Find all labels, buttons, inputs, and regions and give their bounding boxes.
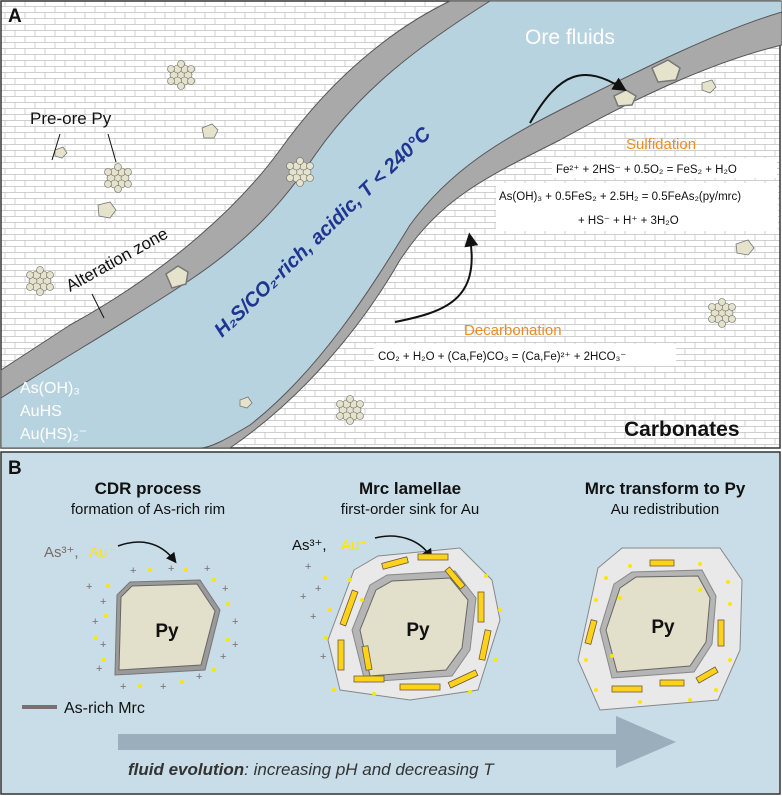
stage2-mrc-lamellae — [337, 553, 492, 691]
as-rich-mrc-legend-label: As-rich Mrc — [64, 700, 145, 717]
pre-ore-py-leader — [107, 133, 117, 163]
sulfidation-eq2-box — [496, 183, 778, 231]
sulfidation-equation-2-line2: + HS⁻ + H⁺ + 3H₂O — [578, 215, 679, 227]
ore-fluids-label: Ore fluids — [525, 26, 615, 49]
svg-text:+: + — [160, 681, 166, 693]
fluid-evolution-rest: : increasing pH and decreasing T — [244, 760, 495, 779]
carbonates-label: Carbonates — [624, 418, 740, 441]
svg-text:+: + — [315, 583, 321, 595]
svg-text:+: + — [92, 616, 98, 628]
stage3-crystal: Py — [577, 547, 743, 711]
stage1-subtitle: formation of As-rich rim — [71, 501, 225, 518]
stage2-ion-arrow — [374, 535, 433, 560]
svg-text:+: + — [305, 561, 311, 573]
stage2-title: Mrc lamellae — [359, 479, 461, 498]
pre-ore-py-leader — [51, 133, 61, 161]
stage2-au-ion: Au⁺ — [341, 537, 367, 554]
svg-text:+: + — [86, 581, 92, 593]
sulfidation-equation-2-line1: As(OH)₃ + 0.5FeS₂ + 2.5H₂ = 0.5FeAs₂(py/… — [499, 191, 741, 203]
stage3-au-dots — [584, 562, 732, 704]
panel-b: B CDR process formation of As-rich rim M… — [0, 451, 781, 795]
svg-text:+: + — [320, 651, 326, 663]
svg-text:+: + — [100, 639, 106, 651]
svg-text:+: + — [222, 583, 228, 595]
stage2-au-dots — [323, 574, 502, 696]
species-au-hs2: Au(HS)₂⁻ — [20, 426, 87, 443]
svg-text:+: + — [232, 616, 238, 628]
svg-text:+: + — [168, 563, 174, 575]
stage3-mrc-lamellae — [584, 559, 725, 693]
panel-b-label: B — [8, 458, 22, 479]
sulfidation-title: Sulfidation — [626, 136, 696, 153]
rimmed-pyrite-grain — [651, 59, 681, 83]
fluid-flow-arrow — [529, 74, 627, 124]
stage1-title: CDR process — [95, 479, 202, 498]
stage1-au-dots — [94, 568, 230, 688]
svg-text:+: + — [96, 663, 102, 675]
stage2-as-ion: As³⁺, — [292, 537, 327, 554]
stage2-py-label: Py — [406, 620, 430, 641]
svg-text:+: + — [204, 563, 210, 575]
panel-a-label: A — [8, 6, 22, 27]
stage1-as-ion: As³⁺, — [44, 544, 79, 561]
rimmed-pyrite-grain — [613, 89, 637, 107]
svg-text:+: + — [232, 639, 238, 651]
rimmed-pyrite-grain — [165, 265, 189, 289]
svg-text:+: + — [100, 596, 106, 608]
species-auhs: AuHS — [20, 403, 62, 420]
pyrite-grain — [239, 396, 253, 409]
stage2-ion-cloud: + + + + + — [300, 561, 326, 663]
pyrite-grain — [735, 239, 755, 256]
stage1-ion-arrow — [117, 541, 177, 564]
stage1-crystal: Py — [114, 579, 221, 676]
pyrite-grain — [701, 79, 717, 94]
species-as-oh3: As(OH)₃ — [20, 380, 80, 397]
decarbonation-equation: CO₂ + H₂O + (Ca,Fe)CO₃ = (Ca,Fe)²⁺ + 2HC… — [378, 351, 626, 363]
pyrite-grain — [97, 201, 117, 219]
stage1-py-label: Py — [155, 621, 179, 642]
svg-text:+: + — [300, 591, 306, 603]
decarbonation-arrow — [394, 232, 479, 323]
svg-text:+: + — [120, 681, 126, 693]
stage1-au-ion: Au⁺ — [89, 544, 115, 561]
stage3-title: Mrc transform to Py — [585, 479, 746, 498]
svg-text:+: + — [220, 651, 226, 663]
fluid-evolution-label: fluid evolution: increasing pH and decre… — [128, 760, 495, 779]
svg-text:+: + — [196, 671, 202, 683]
sulfidation-equation-1: Fe²⁺ + 2HS⁻ + 0.5O₂ = FeS₂ + H₂O — [556, 164, 737, 176]
stage1-ion-cloud: +++ +++ +++ +++ +++ — [86, 563, 238, 693]
decarbonation-title: Decarbonation — [464, 322, 562, 339]
stage3-py-label: Py — [651, 617, 675, 638]
pyrite-grain — [54, 146, 68, 159]
pre-ore-py-label: Pre-ore Py — [30, 109, 112, 128]
alteration-zone-leader — [91, 293, 105, 319]
fluid-channel — [0, 0, 782, 449]
panel-a: A Ore fluids Pre-ore Py Alteration zone … — [0, 0, 782, 449]
pyrite-grain — [201, 123, 219, 139]
svg-text:+: + — [310, 611, 316, 623]
svg-text:+: + — [130, 565, 136, 577]
fluid-evolution-arrow — [118, 716, 676, 768]
fluid-evolution-bold: fluid evolution — [128, 760, 244, 779]
stage2-subtitle: first-order sink for Au — [341, 501, 479, 518]
decarbonation-eq-box — [374, 344, 676, 366]
sulfidation-eq1-box — [552, 158, 777, 178]
stage3-subtitle: Au redistribution — [611, 501, 719, 518]
stage2-crystal: Py — [327, 547, 501, 701]
